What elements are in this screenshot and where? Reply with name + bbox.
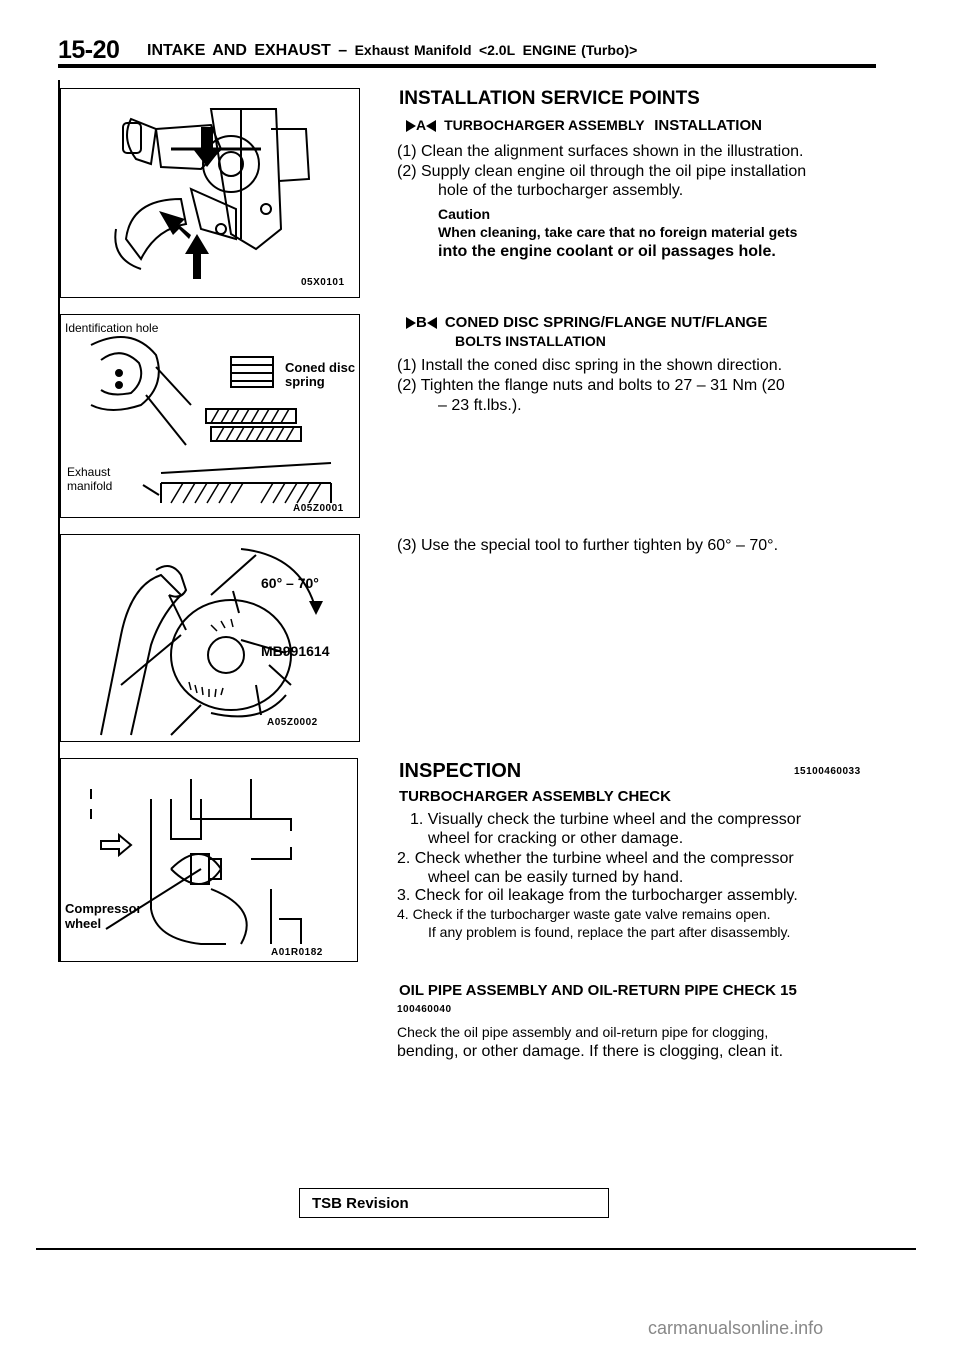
b-step-2b: – 23 ft.lbs.). [438,397,522,414]
b-step-3: (3) Use the special tool to further tigh… [397,537,779,554]
label-manifold-line-1: Exhaust [67,465,111,479]
section-title: INTAKE AND EXHAUST [147,42,331,59]
caution-line-2: into the engine coolant or oil passages … [438,243,776,260]
section-a-mark: A [416,117,427,133]
inspection-3: 3. Check for oil leakage from the turboc… [397,887,798,904]
figure-code: 05X0101 [301,277,345,288]
angle-label: 60° – 70° [261,575,319,591]
b-step-1: (1) Install the coned disc spring in the… [397,357,783,374]
triangle-right-icon [406,317,416,330]
inspection-4b: If any problem is found, replace the par… [428,924,791,940]
oil-pipe-heading: OIL PIPE ASSEMBLY AND OIL-RETURN PIPE CH… [399,982,797,999]
oil-pipe-line-2: bending, or other damage. If there is cl… [397,1043,784,1060]
turbo-check-heading: TURBOCHARGER ASSEMBLY CHECK [399,788,671,805]
title-dash: – [338,42,348,59]
figure-code: A05Z0001 [293,503,344,514]
tool-number-label: MB991614 [261,643,330,659]
page-number: 15-20 [58,36,120,64]
triangle-left-icon [426,317,437,330]
subtitle-engine: <2.0L [478,42,516,58]
inspection-1b: wheel for cracking or other damage. [428,830,684,847]
label-spring-line-1: Coned disc [285,360,356,375]
header-rule [58,64,876,68]
installation-heading: INSTALLATION SERVICE POINTS [399,88,700,109]
figure-special-tool: 60° – 70° MB991614 A05Z0002 [60,534,360,742]
section-b-title-2: BOLTS INSTALLATION [455,333,606,349]
b-step-2a: (2) Tighten the flange nuts and bolts to… [397,377,785,394]
tsb-revision-label: TSB Revision [312,1195,409,1212]
page-title: INTAKE AND EXHAUST – Exhaust Manifold <2… [147,42,637,60]
section-b-mark: B [416,314,427,331]
label-manifold-line-2: manifold [67,479,113,493]
arrow-diagonal-icon [159,211,191,239]
section-a-title: A TURBOCHARGER ASSEMBLY INSTALLATION [406,117,762,134]
triangle-left-icon [426,120,437,133]
special-tool-illustration [100,548,323,736]
oil-pipe-code: 100460040 [397,1004,452,1015]
subtitle-post: ENGINE (Turbo)> [522,42,638,58]
a-step-2b: hole of the turbocharger assembly. [438,182,684,199]
caution-line-1: When cleaning, take care that no foreign… [438,224,798,240]
figure-code: A05Z0002 [267,717,318,728]
triangle-right-icon [406,120,416,133]
tsb-revision-box: TSB Revision [299,1188,609,1218]
label-spring-line-2: spring [285,374,325,389]
turbocharger-illustration [114,108,311,279]
inspection-1a: 1. Visually check the turbine wheel and … [410,811,802,828]
a-step-1: (1) Clean the alignment surfaces shown i… [397,143,804,160]
angle-arrow-icon [309,601,323,615]
subtitle-pre: Exhaust Manifold [354,42,472,58]
left-column-rule [58,80,60,962]
direction-arrow-icon [100,832,133,858]
figure-code: A01R0182 [271,947,323,958]
compressor-wheel-illustration [90,779,302,945]
label-identification-hole: Identification hole [65,321,159,335]
watermark: carmanualsonline.info [648,1318,824,1338]
caution-label: Caution [438,206,491,222]
inspection-4: 4. Check if the turbocharger waste gate … [397,906,771,922]
arrow-down-icon [193,127,221,167]
section-a-title-text-2: INSTALLATION [654,117,762,134]
inspection-heading: INSPECTION [399,760,522,782]
inspection-2a: 2. Check whether the turbine wheel and t… [397,850,794,867]
a-step-2a: (2) Supply clean engine oil through the … [397,163,807,180]
section-b-title-text-1: CONED DISC SPRING/FLANGE NUT/FLANGE [444,314,768,331]
oil-pipe-line-1: Check the oil pipe assembly and oil-retu… [397,1024,769,1040]
label-compressor-line-2: wheel [65,916,102,931]
label-compressor-line-1: Compressor [65,901,142,916]
coned-disc-illustration [90,336,332,504]
inspection-code: 15100460033 [794,766,861,777]
inspection-2b: wheel can be easily turned by hand. [428,869,684,886]
section-b-title: B CONED DISC SPRING/FLANGE NUT/FLANGE [406,314,767,331]
arrow-up-icon [185,234,209,279]
footer-rule [36,1248,916,1250]
section-a-title-text: TURBOCHARGER ASSEMBLY [444,117,645,133]
figure-turbocharger: 05X0101 [60,88,360,298]
